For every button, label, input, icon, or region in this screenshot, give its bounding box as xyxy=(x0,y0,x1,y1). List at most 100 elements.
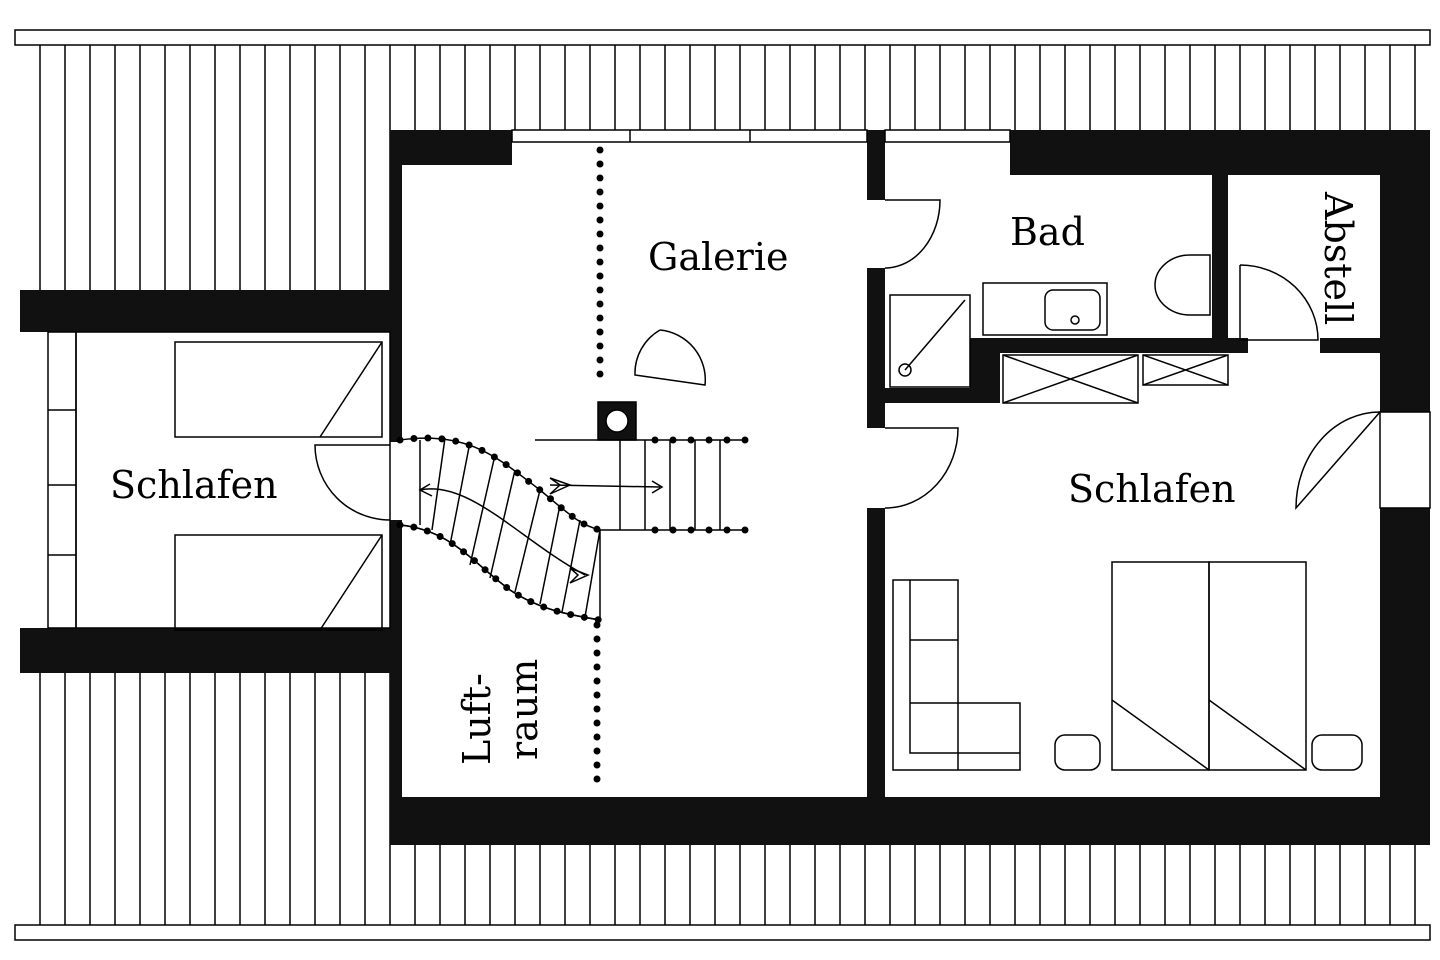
door-balcony xyxy=(1295,411,1381,510)
nightstand xyxy=(1311,734,1363,771)
window xyxy=(47,331,77,629)
railing-dot xyxy=(593,677,601,685)
railing-dot xyxy=(593,525,601,533)
sofa xyxy=(892,579,1021,771)
wall xyxy=(1380,130,1430,412)
railing-dot xyxy=(669,436,677,444)
label-luftraum-2: raum xyxy=(502,659,546,760)
window xyxy=(511,129,868,143)
label-schlafen-right: Schlafen xyxy=(1068,467,1236,511)
railing-dot xyxy=(448,540,456,548)
railing-dot xyxy=(596,272,604,280)
wall xyxy=(1380,508,1430,808)
railing-dot xyxy=(651,526,659,534)
railing-dot xyxy=(596,314,604,322)
railing-dot xyxy=(596,342,604,350)
railing-dot xyxy=(410,434,418,442)
door-abstell xyxy=(1239,264,1319,341)
railing-dot xyxy=(593,691,601,699)
railing-dot xyxy=(481,566,489,574)
railing-dot xyxy=(593,733,601,741)
furniture xyxy=(174,254,1363,771)
shower xyxy=(889,294,971,388)
railing-dot xyxy=(596,244,604,252)
label-abstell: Abstell xyxy=(1316,191,1360,325)
railing-dot xyxy=(596,370,604,378)
direction-arrow xyxy=(419,488,586,576)
room-outline xyxy=(75,331,391,629)
railing-dot xyxy=(593,649,601,657)
railing-dot xyxy=(593,635,601,643)
railing-dot xyxy=(410,523,418,531)
railing-dot xyxy=(596,174,604,182)
label-bad: Bad xyxy=(1010,210,1085,254)
railing-dot xyxy=(553,607,561,615)
label-luftraum-1: Luft- xyxy=(455,673,499,765)
wall xyxy=(970,338,1000,403)
window xyxy=(884,129,1011,143)
door-schlafen-left xyxy=(314,444,391,521)
railing-dot xyxy=(470,557,478,565)
railing-dot xyxy=(536,486,544,494)
railing-dot xyxy=(596,160,604,168)
roof-bottom-edge xyxy=(14,924,1431,941)
window xyxy=(1379,411,1431,509)
staircase xyxy=(399,401,745,621)
railing-dot xyxy=(596,188,604,196)
railing-dot xyxy=(593,719,601,727)
railing-dot xyxy=(525,477,533,485)
bed xyxy=(174,341,383,438)
railing-dot xyxy=(460,548,468,556)
railing-dot xyxy=(596,356,604,364)
railing-dot xyxy=(513,469,521,477)
wall xyxy=(390,130,402,442)
railing-dot xyxy=(438,435,446,443)
railing-dot xyxy=(527,598,535,606)
railing-dot xyxy=(478,446,486,454)
railing-dot xyxy=(741,526,749,534)
wall xyxy=(390,130,512,165)
walls xyxy=(20,130,1430,845)
nightstand xyxy=(1054,734,1101,771)
bed xyxy=(1208,561,1307,771)
railing-dot xyxy=(687,526,695,534)
railing-dot xyxy=(593,747,601,755)
railing-dot xyxy=(424,434,432,442)
label-galerie: Galerie xyxy=(648,235,788,279)
railing-dot xyxy=(723,436,731,444)
railing-dot xyxy=(596,230,604,238)
railing-dot xyxy=(741,436,749,444)
railing-dot xyxy=(593,775,601,783)
railing-dot xyxy=(723,526,731,534)
doors xyxy=(314,199,1381,521)
railing-dot xyxy=(452,437,460,445)
gallery-railing xyxy=(396,146,749,783)
railing-dot xyxy=(593,663,601,671)
railing-dot xyxy=(705,436,713,444)
railing-dot xyxy=(540,603,548,611)
wall xyxy=(1228,338,1248,353)
roof-hatching xyxy=(14,29,1431,941)
railing-dot xyxy=(596,202,604,210)
wall xyxy=(867,268,885,428)
wall xyxy=(20,290,48,332)
railing-dot xyxy=(492,575,500,583)
sink xyxy=(1044,289,1101,331)
railing-dot xyxy=(514,591,522,599)
railing-dot xyxy=(502,461,510,469)
wall xyxy=(1212,175,1228,340)
wall xyxy=(1000,338,1240,353)
label-schlafen-left: Schlafen xyxy=(110,463,278,507)
railing-dot xyxy=(687,436,695,444)
railing-dot xyxy=(596,328,604,336)
railing-dot xyxy=(593,705,601,713)
wall xyxy=(1010,130,1430,175)
railing-dot xyxy=(596,216,604,224)
wall xyxy=(867,508,885,798)
railing-dot xyxy=(594,616,602,624)
hatch-swing xyxy=(634,329,707,386)
wall xyxy=(867,130,885,200)
door-bad xyxy=(884,199,941,269)
cabinet xyxy=(1002,354,1139,404)
